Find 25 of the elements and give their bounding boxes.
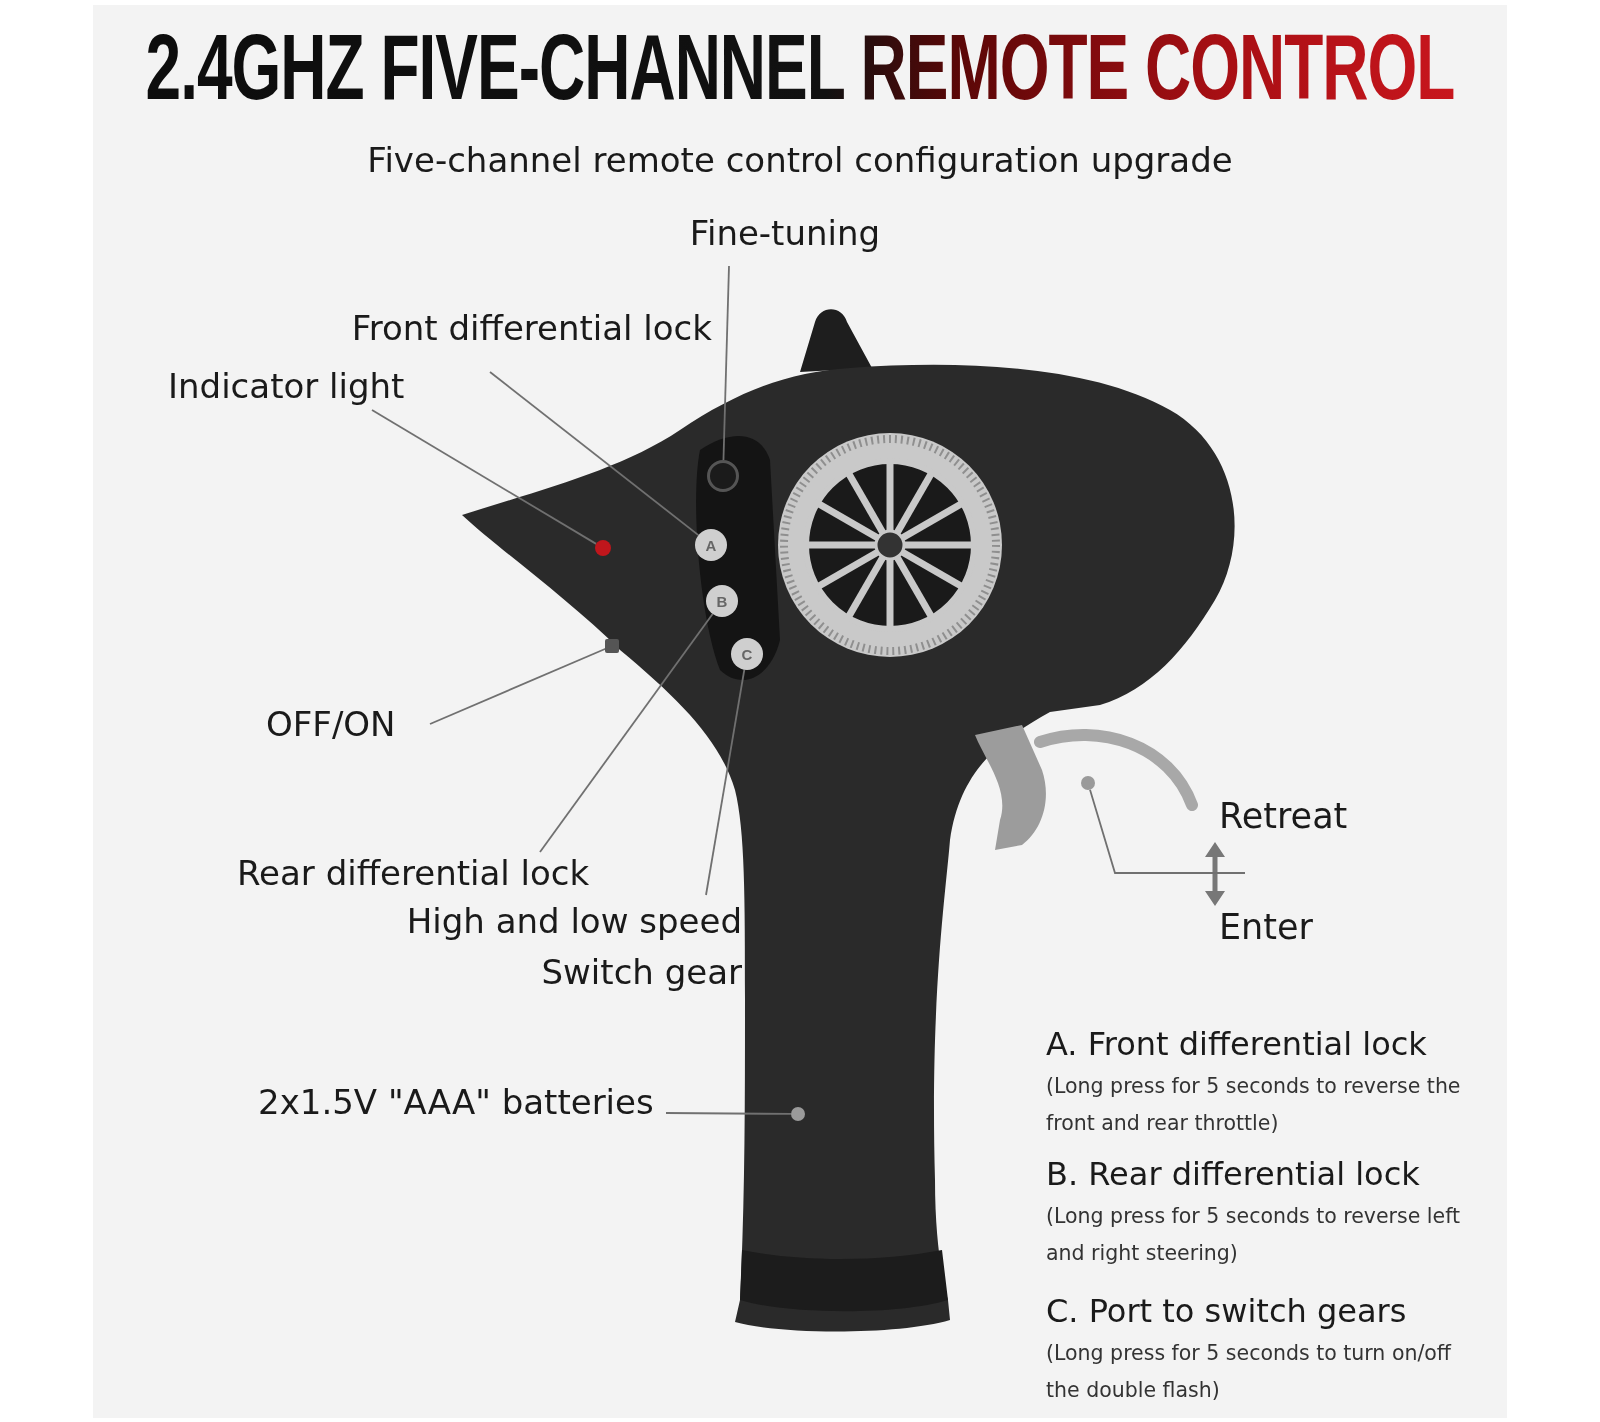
callout-label: Front differential lock (232, 308, 712, 349)
power-switch (605, 639, 619, 653)
callout-label: OFF/ON (266, 704, 446, 745)
leader-line (371, 409, 598, 545)
callout-label: Indicator light (168, 366, 498, 407)
note-heading: C. Port to switch gears (1046, 1292, 1408, 1331)
note-text: (Long press for 5 seconds to turn on/off the double flash) (1046, 1340, 1453, 1404)
subtitle: Five-channel remote control configuration upgrade (366, 140, 1234, 181)
leader-line (665, 1112, 792, 1115)
note-text: (Long press for 5 seconds to reverse the front and rear throttle) (1046, 1073, 1462, 1137)
callout-label: 2x1.5V "AAA" batteries (258, 1082, 668, 1123)
leader-line (429, 647, 607, 725)
callout-label: Retreat (1219, 795, 1349, 837)
callout-label: Rear differential lock (237, 853, 677, 894)
callout-label: Enter (1219, 906, 1314, 948)
callout-label: High and low speed Switch gear (372, 896, 742, 998)
note-heading: B. Rear differential lock (1046, 1155, 1421, 1194)
leader-line (489, 371, 700, 537)
note-text: (Long press for 5 seconds to reverse left and right steering) (1046, 1203, 1462, 1267)
leader-line (1089, 788, 1246, 874)
leader-line (705, 668, 746, 896)
note-heading: A. Front differential lock (1046, 1025, 1428, 1064)
leader-line (539, 613, 714, 853)
leader-line (722, 265, 730, 461)
callout-label: Fine-tuning (655, 213, 915, 254)
